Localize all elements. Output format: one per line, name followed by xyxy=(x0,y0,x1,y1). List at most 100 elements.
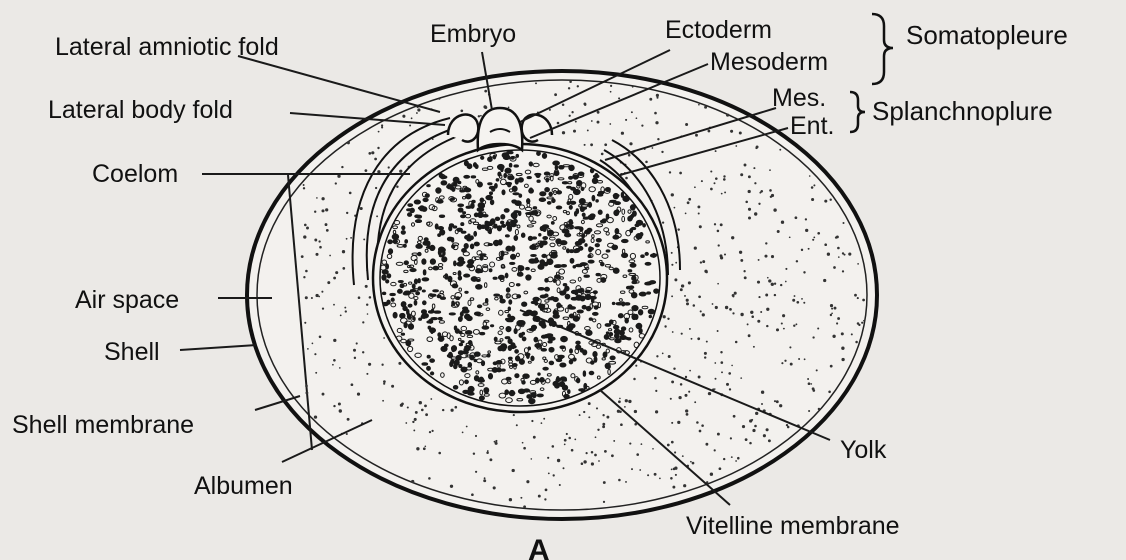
yolk-granule xyxy=(487,354,490,357)
albumen-dot xyxy=(568,437,571,440)
yolk-granule xyxy=(444,344,448,347)
yolk-granule xyxy=(423,270,426,275)
albumen-dot xyxy=(365,285,368,288)
albumen-dot xyxy=(830,304,833,307)
yolk-granule xyxy=(437,200,443,204)
albumen-dot xyxy=(396,186,398,188)
yolk-sphere xyxy=(373,144,667,412)
albumen-dot xyxy=(781,221,784,224)
yolk-granule xyxy=(573,175,577,179)
albumen-dot xyxy=(649,98,652,101)
yolk-granule xyxy=(477,305,481,308)
albumen-dot xyxy=(495,440,497,442)
albumen-dot xyxy=(855,341,858,344)
yolk-granule xyxy=(571,297,577,300)
albumen-dot xyxy=(779,149,781,151)
yolk-granule xyxy=(484,388,489,393)
albumen-dot xyxy=(758,259,760,261)
albumen-dot xyxy=(303,184,305,186)
albumen-dot xyxy=(486,452,489,455)
albumen-dot xyxy=(484,106,487,109)
albumen-dot xyxy=(686,299,689,302)
yolk-granule xyxy=(489,186,495,189)
albumen-dot xyxy=(391,385,394,388)
yolk-granule xyxy=(640,233,643,237)
yolk-granule xyxy=(556,378,561,381)
albumen-dot xyxy=(333,359,336,362)
albumen-dot xyxy=(748,217,751,220)
yolk-granule xyxy=(526,267,530,270)
albumen-dot xyxy=(670,477,673,480)
albumen-dot xyxy=(611,454,614,457)
albumen-dot xyxy=(793,325,795,327)
albumen-dot xyxy=(702,260,705,263)
albumen-dot xyxy=(350,237,352,239)
albumen-dot xyxy=(520,497,522,499)
albumen-dot xyxy=(473,452,475,454)
albumen-dot xyxy=(332,364,334,366)
albumen-dot xyxy=(720,223,723,226)
albumen-dot xyxy=(781,362,783,364)
yolk-granule xyxy=(590,169,593,173)
albumen-dot xyxy=(656,94,659,97)
mes-label: Mes. xyxy=(772,84,826,112)
albumen-dot xyxy=(699,430,702,433)
yolk-granule xyxy=(555,383,558,386)
albumen-dot xyxy=(552,445,555,448)
albumen-dot xyxy=(512,469,515,472)
yolk-granule xyxy=(508,176,514,180)
albumen-dot xyxy=(751,419,753,421)
yolk-granule xyxy=(586,306,591,310)
albumen-dot xyxy=(316,197,318,199)
albumen-dot xyxy=(680,288,683,291)
yolk-granule xyxy=(419,206,424,211)
yolk-granule xyxy=(582,213,585,216)
albumen-dot xyxy=(346,433,348,435)
yolk-granule xyxy=(407,309,409,314)
yolk-granule xyxy=(606,250,610,252)
yolk-granule xyxy=(422,363,428,366)
ectoderm-label: Ectoderm xyxy=(665,16,772,44)
albumen-dot xyxy=(694,401,696,403)
yolk-granule xyxy=(509,300,512,304)
albumen-dot xyxy=(631,468,633,470)
yolk-granule xyxy=(465,380,469,384)
albumen-dot xyxy=(824,243,827,246)
albumen-dot xyxy=(462,432,464,434)
yolk-granule xyxy=(404,322,407,327)
yolk-granule xyxy=(570,201,576,204)
yolk-granule xyxy=(388,240,393,244)
albumen-dot xyxy=(730,437,732,439)
yolk-granule xyxy=(438,333,441,337)
albumen-dot xyxy=(333,304,335,306)
albumen-dot xyxy=(333,405,335,407)
albumen-dot xyxy=(785,268,787,270)
albumen-dot xyxy=(562,131,565,134)
yolk-granule xyxy=(526,275,531,280)
albumen-dot xyxy=(808,410,810,412)
albumen-dot xyxy=(315,372,317,374)
albumen-dot xyxy=(724,253,726,255)
yolk-granule xyxy=(481,156,484,159)
albumen-dot xyxy=(824,200,827,203)
albumen-dot xyxy=(321,197,324,200)
albumen-dot xyxy=(305,270,308,273)
albumen-dot xyxy=(723,458,725,460)
albumen-dot xyxy=(307,348,309,350)
albumen-dot xyxy=(368,152,371,155)
albumen-dot xyxy=(602,423,605,426)
albumen-dot xyxy=(424,445,426,447)
yolk-granule xyxy=(449,224,453,227)
yolk-granule xyxy=(515,201,521,206)
albumen-dot xyxy=(583,460,586,463)
albumen-dot xyxy=(764,255,767,258)
yolk-granule xyxy=(591,361,595,364)
yolk-granule xyxy=(519,359,524,364)
yolk-granule xyxy=(504,209,509,213)
albumen-dot xyxy=(451,409,454,412)
yolk-granule xyxy=(554,311,559,316)
yolk-granule xyxy=(458,317,462,322)
albumen-dot xyxy=(720,254,723,257)
albumen-dot xyxy=(635,365,637,367)
yolk-granule xyxy=(496,179,499,181)
